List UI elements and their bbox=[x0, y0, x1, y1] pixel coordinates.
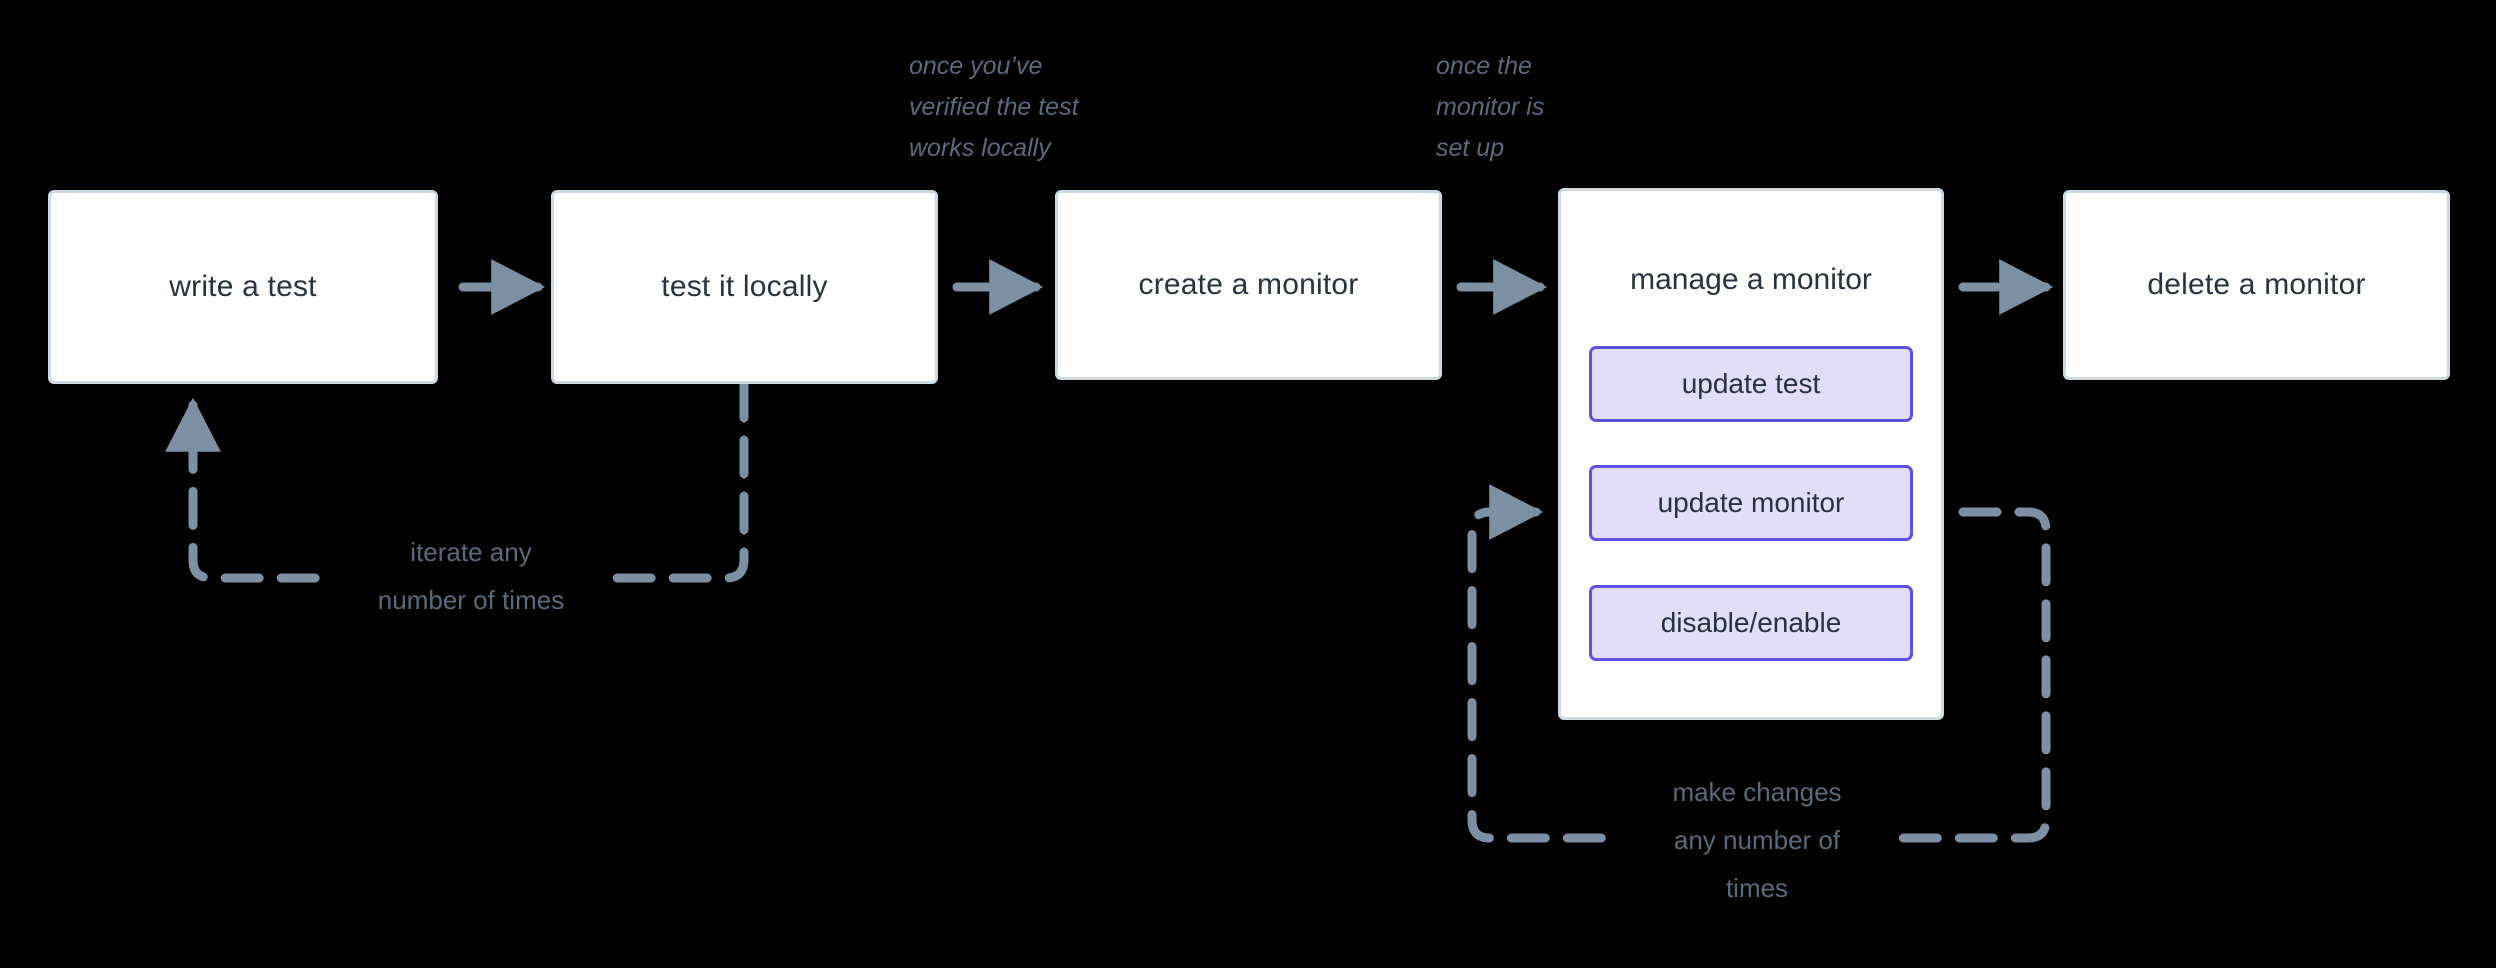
node-label: test it locally bbox=[661, 270, 828, 303]
subnode-disable-enable[interactable]: disable/enable bbox=[1589, 585, 1913, 661]
node-label: delete a monitor bbox=[2147, 268, 2366, 301]
subnode-update-monitor[interactable]: update monitor bbox=[1589, 465, 1913, 541]
annotation-verified-locally: once you’ve verified the test works loca… bbox=[909, 52, 1079, 162]
node-label: write a test bbox=[169, 270, 317, 303]
node-create-a-monitor[interactable]: create a monitor bbox=[1055, 190, 1442, 380]
node-manage-a-monitor[interactable]: manage a monitor update test update moni… bbox=[1558, 188, 1944, 720]
node-delete-a-monitor[interactable]: delete a monitor bbox=[2063, 190, 2450, 380]
node-test-it-locally[interactable]: test it locally bbox=[551, 190, 938, 384]
subnode-label: disable/enable bbox=[1660, 607, 1842, 638]
group-title: manage a monitor bbox=[1630, 263, 1872, 296]
node-write-a-test[interactable]: write a test bbox=[48, 190, 438, 384]
node-label: create a monitor bbox=[1138, 268, 1359, 301]
annotation-monitor-set-up: once the monitor is set up bbox=[1436, 52, 1545, 162]
subnode-label: update test bbox=[1681, 368, 1821, 399]
subnode-update-test[interactable]: update test bbox=[1589, 346, 1913, 422]
loop-label-make-changes: make changes any number of times bbox=[1618, 768, 1896, 912]
subnode-label: update monitor bbox=[1657, 487, 1845, 518]
loop-label-iterate: iterate any number of times bbox=[330, 528, 612, 624]
